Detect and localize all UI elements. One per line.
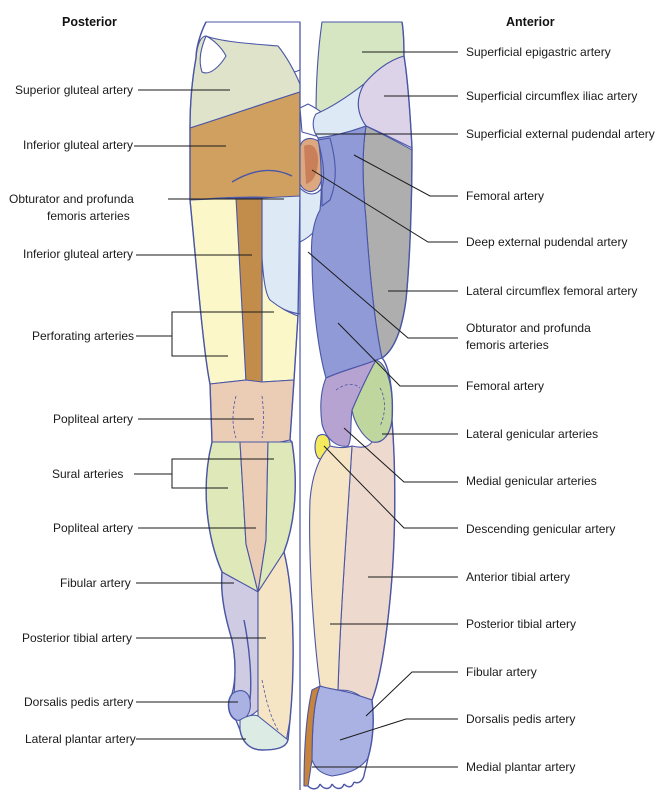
label-medial-genicular-arteries: Medial genicular arteries bbox=[466, 474, 597, 488]
deep-pudendal-shade bbox=[304, 144, 318, 184]
label-fibular-artery: Fibular artery bbox=[60, 576, 131, 590]
posterior-labels: Superior gluteal artery Inferior gluteal… bbox=[9, 83, 284, 746]
label-femoral-artery-2: Femoral artery bbox=[466, 379, 544, 393]
label-obturator-profunda-line1: Obturator and profunda bbox=[9, 192, 134, 206]
label-femoral-artery: Femoral artery bbox=[466, 189, 544, 203]
label-superficial-external-pudendal-artery: Superficial external pudendal artery bbox=[466, 127, 655, 141]
posterior-limb bbox=[189, 21, 301, 751]
heading-anterior: Anterior bbox=[506, 15, 555, 29]
label-descending-genicular-artery: Descending genicular artery bbox=[466, 522, 615, 536]
leader-medial-genicular bbox=[343, 427, 458, 483]
knee-dash-1 bbox=[335, 384, 361, 391]
anterior-labels: Superficial epigastric artery Superficia… bbox=[307, 45, 655, 774]
label-inferior-gluteal-artery-2: Inferior gluteal artery bbox=[23, 247, 133, 261]
anterior-limb bbox=[299, 21, 413, 790]
label-perforating-arteries: Perforating arteries bbox=[32, 329, 134, 343]
leader-descending-genicular bbox=[323, 445, 458, 529]
label-dorsalis-pedis-artery: Dorsalis pedis artery bbox=[24, 695, 133, 709]
femoral-upper-link bbox=[317, 137, 336, 207]
leader-obturator-profunda-anterior bbox=[307, 251, 458, 339]
anterior-toes bbox=[307, 775, 365, 790]
label-dorsalis-pedis-artery-anterior: Dorsalis pedis artery bbox=[466, 712, 575, 726]
region-medial-genicular bbox=[320, 359, 377, 447]
label-superficial-epigastric-artery: Superficial epigastric artery bbox=[466, 45, 611, 59]
label-medial-plantar-artery: Medial plantar artery bbox=[466, 760, 575, 774]
label-obturator-profunda-line2: femoris arteries bbox=[47, 209, 130, 223]
label-fibular-artery-anterior: Fibular artery bbox=[466, 665, 537, 679]
label-superior-gluteal-artery: Superior gluteal artery bbox=[15, 83, 133, 97]
label-popliteal-artery: Popliteal artery bbox=[53, 412, 133, 426]
label-popliteal-artery-2: Popliteal artery bbox=[53, 521, 133, 535]
posterior-outline bbox=[189, 21, 301, 751]
region-popliteal-posterior bbox=[209, 379, 295, 445]
anterior-outline bbox=[363, 21, 413, 777]
label-sural-arteries: Sural arteries bbox=[52, 467, 123, 481]
label-posterior-tibial-artery-anterior: Posterior tibial artery bbox=[466, 617, 576, 631]
label-superficial-circumflex-iliac-artery: Superficial circumflex iliac artery bbox=[466, 89, 637, 103]
leader-fibular-anterior bbox=[365, 671, 458, 717]
knee-dash-2 bbox=[379, 387, 385, 427]
leader-perforating-bracket bbox=[171, 311, 274, 357]
label-posterior-tibial-artery: Posterior tibial artery bbox=[22, 631, 132, 645]
label-lateral-plantar-artery: Lateral plantar artery bbox=[25, 732, 136, 746]
achilles-line-1 bbox=[243, 619, 252, 701]
leader-deep-external-pudendal bbox=[311, 169, 458, 243]
heading-posterior: Posterior bbox=[62, 15, 117, 29]
leader-dorsalis-pedis-anterior bbox=[339, 718, 458, 741]
label-obturator-profunda-anterior-line1: Obturator and profunda bbox=[466, 321, 591, 335]
posterior-buttock-notch bbox=[199, 35, 227, 74]
label-lateral-genicular-arteries: Lateral genicular arteries bbox=[466, 427, 598, 441]
leader-femoral-2 bbox=[337, 322, 458, 387]
label-deep-external-pudendal-artery: Deep external pudendal artery bbox=[466, 235, 627, 249]
label-obturator-profunda-anterior-line2: femoris arteries bbox=[466, 338, 549, 352]
leader-femoral bbox=[353, 154, 458, 197]
gluteal-fold bbox=[231, 169, 293, 183]
region-dorsalis-pedis bbox=[311, 685, 374, 777]
label-inferior-gluteal-artery: Inferior gluteal artery bbox=[23, 138, 133, 152]
popliteal-crease-2 bbox=[261, 395, 264, 439]
label-lateral-circumflex-femoral-artery: Lateral circumflex femoral artery bbox=[466, 284, 637, 298]
label-anterior-tibial-artery: Anterior tibial artery bbox=[466, 570, 570, 584]
